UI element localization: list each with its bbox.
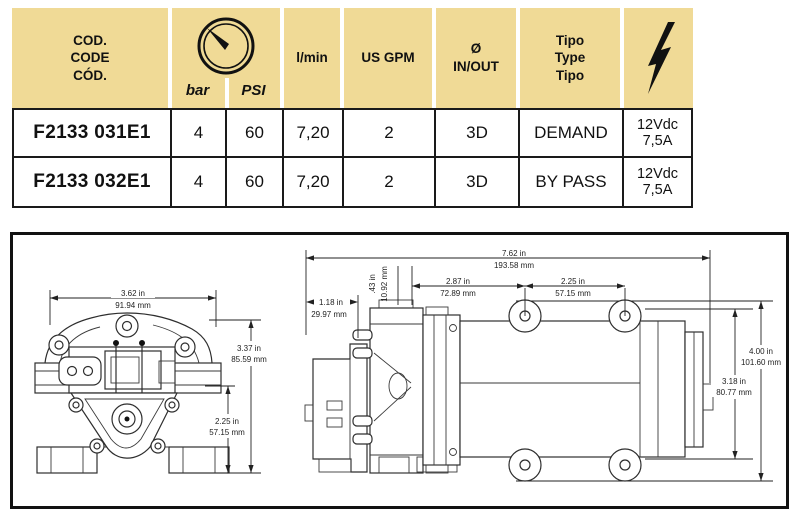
technical-drawing-panel: 3.62 in 91.94 mm 3.37 in 85.59 mm 2.25 i…: [10, 232, 789, 509]
row1-code: F2133 031E1: [12, 108, 172, 158]
header-type-line2: Type: [554, 50, 586, 66]
row1-usgpm: 2: [344, 108, 436, 158]
row1-power-amps: 7,5A: [642, 133, 673, 149]
header-type: Tipo Type Tipo: [520, 8, 624, 108]
header-code-line3: CÓD.: [73, 67, 107, 83]
row2-inout: 3D: [436, 158, 520, 208]
row2-bar: 4: [172, 158, 227, 208]
dim-side-flange-in: .43 in: [368, 274, 377, 294]
dim-side-offset-mm: 29.97 mm: [311, 310, 347, 319]
dim-side-mid-in: 2.87 in: [446, 277, 470, 286]
header-gpm-label: US GPM: [361, 50, 415, 66]
row1-psi: 60: [227, 108, 284, 158]
dim-front-width-mm: 91.94 mm: [115, 301, 151, 310]
dim-front-lower-mm: 57.15 mm: [209, 428, 245, 437]
dim-side-height-mm: 101.60 mm: [741, 358, 781, 367]
row1-power-volts: 12Vdc: [636, 116, 679, 133]
dim-side-holes-mm: 57.15 mm: [555, 289, 591, 298]
row1-lmin: 7,20: [284, 108, 344, 158]
row1-inout: 3D: [436, 108, 520, 158]
row2-code: F2133 032E1: [12, 158, 172, 208]
technical-drawing: 3.62 in 91.94 mm 3.37 in 85.59 mm 2.25 i…: [34, 249, 785, 482]
dim-side-flange-mm: 10.92 mm: [380, 266, 389, 302]
dim-front-lower-in: 2.25 in: [215, 417, 239, 426]
header-code: COD. CODE CÓD.: [12, 8, 172, 108]
header-code-line2: CODE: [70, 50, 110, 66]
dim-front-height-mm: 85.59 mm: [231, 355, 267, 364]
gauge-icon: [197, 17, 255, 75]
dim-front-height-in: 3.37 in: [237, 344, 261, 353]
row2-type: BY PASS: [520, 158, 624, 208]
dim-side-holes-in: 2.25 in: [561, 277, 585, 286]
row2-lmin: 7,20: [284, 158, 344, 208]
row2-psi: 60: [227, 158, 284, 208]
spec-table: COD. CODE CÓD. bar PSI l/min US GPM Ø IN…: [12, 8, 693, 208]
row2-power-amps: 7,5A: [642, 182, 673, 198]
header-code-line1: COD.: [73, 32, 107, 48]
header-type-line1: Tipo: [555, 32, 585, 48]
dim-side-offset-in: 1.18 in: [319, 298, 343, 307]
bar-psi-divider: [225, 78, 229, 108]
row1-bar: 4: [172, 108, 227, 158]
header-power: [624, 8, 693, 108]
row2-usgpm: 2: [344, 158, 436, 208]
header-psi-label: PSI: [241, 82, 266, 99]
row2-power: 12Vdc 7,5A: [624, 158, 693, 208]
header-flow: l/min: [284, 8, 344, 108]
header-flow-label: l/min: [296, 50, 328, 66]
header-type-line3: Tipo: [555, 67, 585, 83]
row1-power: 12Vdc 7,5A: [624, 108, 693, 158]
header-diameter-inout: IN/OUT: [453, 59, 499, 74]
row1-type: DEMAND: [520, 108, 624, 158]
front-view-drawing: 3.62 in 91.94 mm 3.37 in 85.59 mm 2.25 i…: [34, 289, 273, 474]
header-diameter-symbol: Ø: [470, 41, 482, 57]
row2-power-volts: 12Vdc: [636, 165, 679, 182]
side-view-drawing: 7.62 in 193.58 mm 1.18 in 29.97 mm .43 i…: [304, 249, 785, 482]
lightning-bolt-icon: [647, 22, 675, 94]
dim-side-length-in: 7.62 in: [502, 249, 526, 258]
header-diameter: Ø IN/OUT: [436, 8, 520, 108]
dim-side-body-mm: 80.77 mm: [716, 388, 752, 397]
header-pressure: bar PSI: [172, 8, 284, 108]
dim-side-height-in: 4.00 in: [749, 347, 773, 356]
dim-side-length-mm: 193.58 mm: [494, 261, 534, 270]
dim-front-width-in: 3.62 in: [121, 289, 145, 298]
dim-side-body-in: 3.18 in: [722, 377, 746, 386]
header-gpm: US GPM: [344, 8, 436, 108]
header-bar-label: bar: [185, 82, 210, 99]
dim-side-mid-mm: 72.89 mm: [440, 289, 476, 298]
